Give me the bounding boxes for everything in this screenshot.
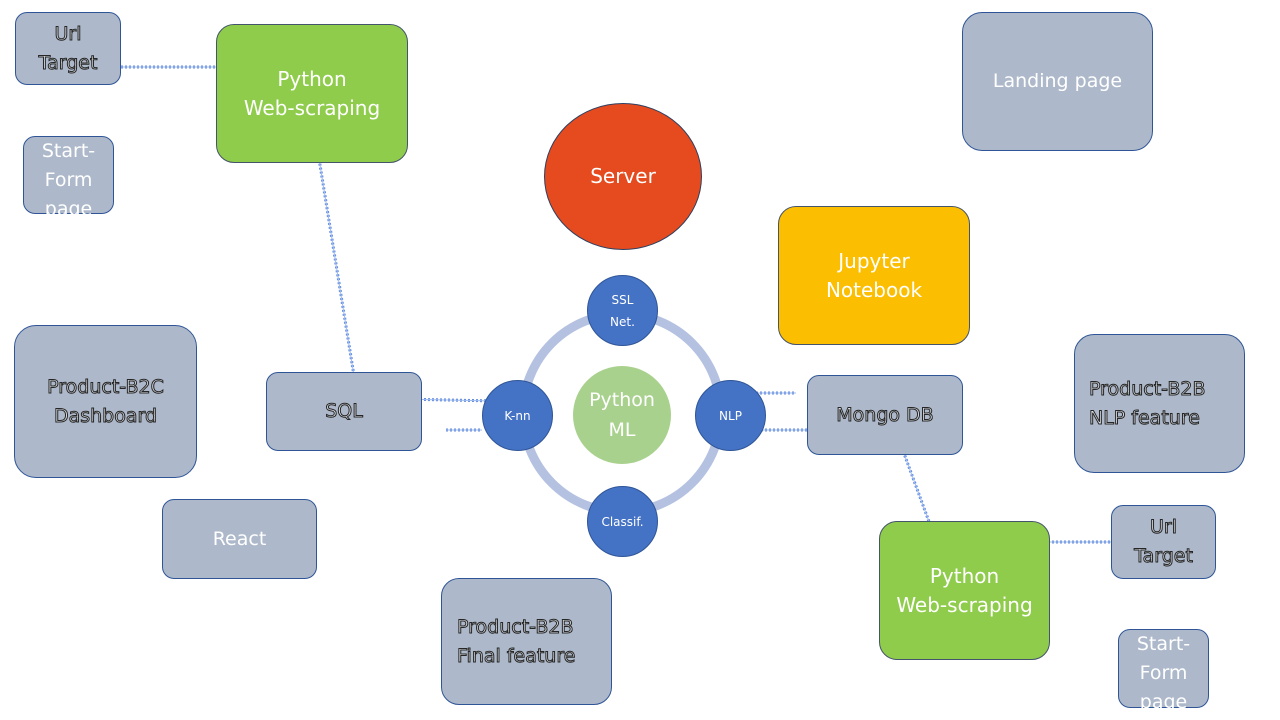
jupyter-notebook-box[interactable]: Jupyter Notebook: [778, 206, 970, 345]
url-target-box-top[interactable]: Url Target: [15, 12, 121, 85]
product-b2c-dashboard-box[interactable]: Product-B2C Dashboard: [14, 325, 197, 478]
ssl-net-node[interactable]: SSL Net.: [587, 275, 658, 346]
knn-node[interactable]: K-nn: [482, 380, 553, 451]
python-ml-core[interactable]: Python ML: [573, 366, 671, 464]
mongo-db-box[interactable]: Mongo DB: [807, 375, 963, 455]
react-box[interactable]: React: [162, 499, 317, 579]
sql-box[interactable]: SQL: [266, 372, 422, 451]
start-form-page-box-bottom[interactable]: Start- Form page: [1118, 629, 1209, 713]
product-b2b-final-feature-box[interactable]: Product-B2B Final feature: [441, 578, 612, 705]
url-target-box-bottom[interactable]: Url Target: [1111, 505, 1216, 579]
landing-page-box[interactable]: Landing page: [962, 12, 1153, 151]
nlp-node[interactable]: NLP: [695, 380, 766, 451]
start-form-page-box-top[interactable]: Start- Form page: [23, 136, 114, 220]
classif-node[interactable]: Classif.: [587, 486, 658, 557]
product-b2b-nlp-feature-box[interactable]: Product-B2B NLP feature: [1074, 334, 1245, 473]
python-web-scraping-box-top[interactable]: Python Web-scraping: [216, 24, 408, 163]
python-web-scraping-box-bottom[interactable]: Python Web-scraping: [879, 521, 1050, 660]
server-node[interactable]: Server: [544, 103, 702, 250]
